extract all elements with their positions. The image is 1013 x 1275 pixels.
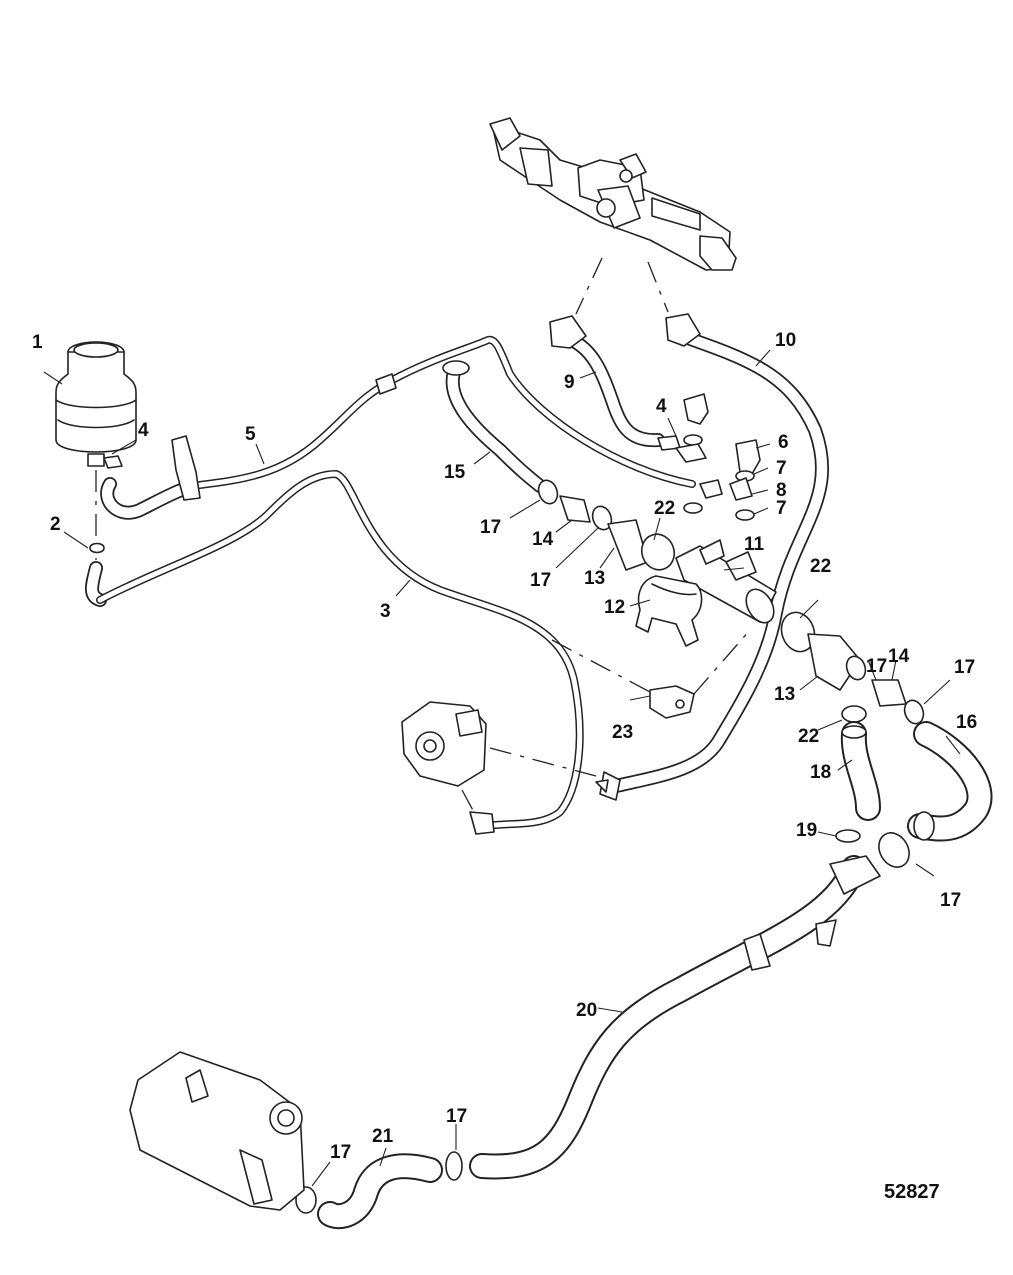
callout-10: 10 <box>775 330 796 351</box>
callout-14-left: 14 <box>532 529 554 550</box>
callout-14-right: 14 <box>888 646 910 667</box>
connection-line-pump-b <box>461 789 477 817</box>
callout-16: 16 <box>956 712 977 733</box>
hose-15 <box>442 360 547 493</box>
connection-line-23b <box>693 629 751 695</box>
callout-17-c: 17 <box>866 656 887 677</box>
mounting-clamp <box>635 575 703 647</box>
callout-17-a: 17 <box>480 517 501 538</box>
callout-17-f: 17 <box>330 1142 351 1163</box>
callout-15: 15 <box>444 462 466 483</box>
pipe-5 <box>171 335 696 501</box>
callout-7-upper: 7 <box>776 458 787 479</box>
coupler-group-right <box>780 611 925 725</box>
fittings-group <box>657 393 761 521</box>
reservoir <box>55 341 137 467</box>
hose-9 <box>549 315 665 448</box>
connection-line-10 <box>647 261 669 313</box>
bracket-23 <box>649 685 695 719</box>
callout-7-lower: 7 <box>776 498 787 519</box>
connection-line-9 <box>575 257 603 315</box>
hose-21 <box>295 1151 463 1230</box>
callout-17-g: 17 <box>446 1106 467 1127</box>
callout-17-e: 17 <box>940 890 961 911</box>
callout-11: 11 <box>744 534 765 555</box>
steering-pump <box>401 701 487 787</box>
pipe-3 <box>96 470 584 835</box>
hose-10 <box>595 313 830 801</box>
coupler-group-upper <box>537 479 676 571</box>
callout-4-left: 4 <box>138 420 149 441</box>
callout-3: 3 <box>380 601 391 622</box>
callout-13-right: 13 <box>774 684 795 705</box>
callout-19: 19 <box>796 820 817 841</box>
callout-17-d: 17 <box>954 657 975 678</box>
callout-20: 20 <box>576 1000 597 1021</box>
callout-22-b: 22 <box>810 556 831 577</box>
figure-number: 52827 <box>884 1181 940 1203</box>
seawater-pump <box>129 1051 305 1211</box>
connection-line-23a <box>551 639 651 693</box>
callout-4-right: 4 <box>656 396 667 417</box>
callout-8: 8 <box>776 480 787 501</box>
callout-22-c: 22 <box>798 726 819 747</box>
callout-21: 21 <box>372 1126 394 1147</box>
leader-lines <box>43 349 961 1187</box>
hose-20 <box>469 855 881 1180</box>
clamp-17-right <box>878 832 910 868</box>
clamp-19 <box>835 829 861 843</box>
callout-2: 2 <box>50 514 61 535</box>
callout-18: 18 <box>810 762 831 783</box>
hose-18 <box>840 721 881 821</box>
callout-1: 1 <box>32 332 43 353</box>
callout-17-b: 17 <box>530 570 551 591</box>
connection-line-pump-a <box>489 747 597 777</box>
callout-12: 12 <box>604 597 625 618</box>
callout-9: 9 <box>564 372 575 393</box>
callout-labels: 1 2 3 4 4 5 6 7 7 8 9 10 11 12 13 13 14 … <box>32 330 977 1163</box>
callout-5: 5 <box>245 424 256 445</box>
callout-23: 23 <box>612 722 633 743</box>
callout-6: 6 <box>778 432 789 453</box>
callout-22-a: 22 <box>654 498 675 519</box>
hose-16 <box>907 721 993 842</box>
steering-actuator <box>489 117 737 271</box>
callout-13-left: 13 <box>584 568 605 589</box>
fluid-cooler <box>675 539 777 624</box>
